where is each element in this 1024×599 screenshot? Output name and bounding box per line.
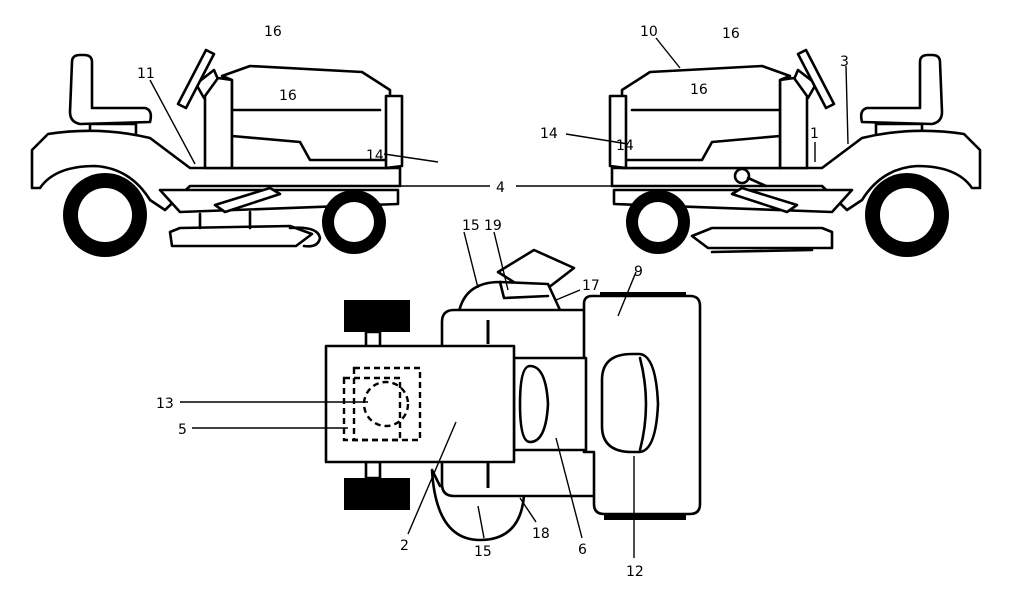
decal-area-5 bbox=[342, 376, 402, 442]
lift-knob-right bbox=[733, 167, 751, 185]
callout-14-left: 14 bbox=[366, 148, 384, 164]
callout-12: 12 bbox=[626, 564, 644, 580]
callout-6: 6 bbox=[578, 542, 587, 558]
top-view bbox=[324, 248, 702, 542]
rear-fender-left bbox=[30, 129, 402, 212]
callout-9: 9 bbox=[634, 264, 643, 280]
hood-grille-top bbox=[600, 352, 660, 454]
callout-16-left-body: 16 bbox=[279, 88, 297, 104]
callout-19: 19 bbox=[484, 218, 502, 234]
deck-lower-bulge bbox=[430, 468, 526, 542]
rear-tire-top-lower bbox=[344, 478, 410, 510]
callout-15-lower: 15 bbox=[474, 544, 492, 560]
callout-2: 2 bbox=[400, 538, 409, 554]
decal-circle-13 bbox=[362, 380, 410, 428]
callout-16-right: 16 bbox=[722, 26, 740, 42]
callout-11: 11 bbox=[137, 66, 155, 82]
dash-panel-left bbox=[203, 76, 234, 170]
rear-tire-top-upper bbox=[344, 300, 410, 332]
mower-deck-left bbox=[168, 224, 314, 248]
steering-wheel-left bbox=[176, 48, 216, 110]
leader-lines bbox=[149, 37, 849, 558]
lift-lever-left bbox=[213, 186, 282, 214]
left-side-view bbox=[30, 48, 404, 257]
right-side-view bbox=[608, 48, 982, 257]
callout-15-upper: 15 bbox=[462, 218, 480, 234]
callout-1: 1 bbox=[810, 126, 819, 142]
callout-18: 18 bbox=[532, 526, 550, 542]
grille-left bbox=[384, 94, 404, 170]
callout-5: 5 bbox=[178, 422, 187, 438]
callout-16-left: 16 bbox=[264, 24, 282, 40]
callout-13: 13 bbox=[156, 396, 174, 412]
callout-16-right-body: 16 bbox=[690, 82, 708, 98]
callout-14-right: 14 bbox=[540, 126, 558, 142]
callout-4: 4 bbox=[496, 180, 505, 196]
callout-14-right-body: 14 bbox=[616, 138, 634, 154]
seat-left bbox=[68, 53, 153, 126]
callout-labels: 16 11 14 16 4 10 16 16 3 1 14 14 15 19 1… bbox=[137, 24, 849, 580]
callout-17: 17 bbox=[582, 278, 600, 294]
callout-10: 10 bbox=[640, 24, 658, 40]
callout-3: 3 bbox=[840, 54, 849, 70]
